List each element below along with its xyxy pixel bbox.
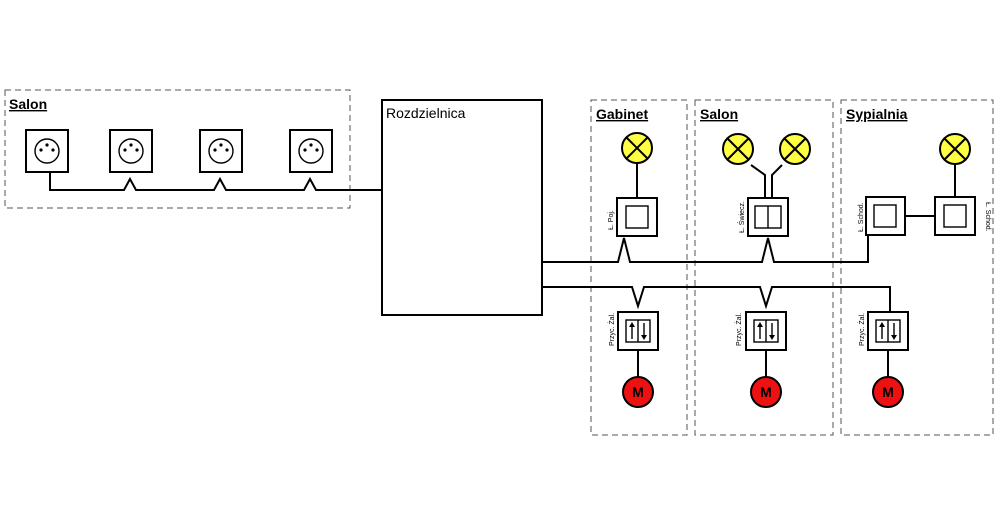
label-switch-sypialnia-1: Ł. Schod.	[858, 202, 865, 232]
outlet-4-icon	[289, 129, 333, 173]
zone-title-sypialnia: Sypialnia	[846, 106, 908, 122]
motor-sypialnia-icon	[872, 376, 904, 408]
blind-button-salon-icon	[745, 311, 787, 351]
wire-salon-lamp-2	[771, 164, 783, 198]
zone-title-salon-right: Salon	[700, 106, 738, 122]
lamp-salon-1-icon	[722, 133, 754, 165]
label-blind-sypialnia: Przyc. Żal.	[857, 313, 866, 346]
blind-button-sypialnia-icon	[867, 311, 909, 351]
zone-gabinet	[590, 99, 688, 436]
blind-button-gabinet-icon	[617, 311, 659, 351]
blind-wire	[542, 286, 891, 312]
lamp-gabinet-icon	[621, 132, 653, 164]
motor-salon-label: M	[760, 384, 772, 400]
motor-gabinet-label: M	[632, 384, 644, 400]
outlet-wire	[49, 172, 382, 191]
zone-title-salon-left: Salon	[9, 96, 47, 112]
zone-sypialnia	[840, 99, 994, 436]
distribution-panel	[381, 99, 543, 316]
outlet-3-icon	[199, 129, 243, 173]
motor-salon-icon	[750, 376, 782, 408]
switch-sypialnia-2-icon	[934, 196, 976, 236]
label-switch-salon: Ł. Świecz.	[737, 201, 746, 233]
lamp-salon-2-icon	[779, 133, 811, 165]
label-switch-sypialnia-2: Ł. Schod.	[984, 202, 991, 232]
zone-salon-right	[694, 99, 834, 436]
switch-sypialnia-1-icon	[865, 196, 906, 236]
outlet-1-icon	[25, 129, 69, 173]
switch-salon-icon	[747, 197, 789, 237]
zone-title-gabinet: Gabinet	[596, 106, 648, 122]
label-blind-gabinet: Przyc. Żal.	[607, 313, 616, 346]
lamp-sypialnia-icon	[939, 133, 971, 165]
motor-sypialnia-label: M	[882, 384, 894, 400]
label-switch-gabinet: Ł. Poj.	[608, 210, 615, 230]
label-blind-salon: Przyc. Żal.	[734, 313, 743, 346]
wire-salon-lamp-1	[750, 164, 766, 198]
motor-gabinet-icon	[622, 376, 654, 408]
lighting-wire	[542, 236, 869, 263]
outlet-2-icon	[109, 129, 153, 173]
switch-gabinet-icon	[616, 197, 658, 237]
panel-label: Rozdzielnica	[386, 105, 466, 121]
zone-salon-left	[4, 89, 351, 209]
